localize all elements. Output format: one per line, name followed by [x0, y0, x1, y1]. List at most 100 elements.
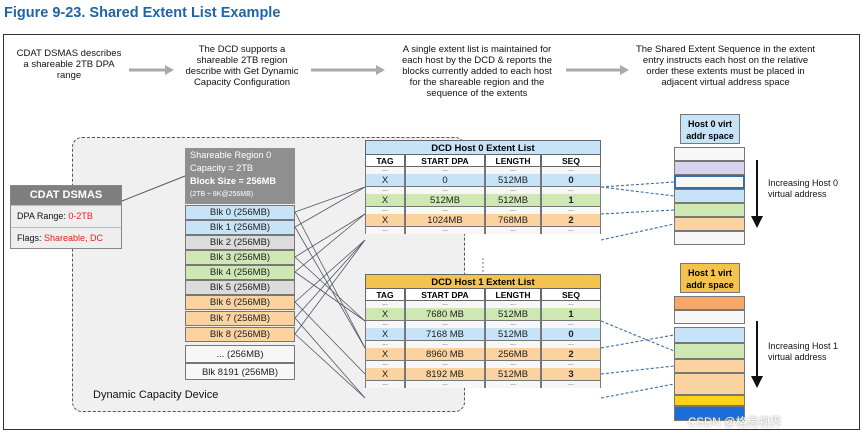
- step-3-text: A single extent list is maintained for e…: [402, 44, 552, 99]
- cell-seq: 3: [541, 368, 601, 381]
- region-block: Blk 4 (256MB): [185, 265, 295, 280]
- host1-vspace-slot: [674, 373, 745, 395]
- host1-increasing-label: Increasing Host 1 virtual address: [768, 341, 858, 363]
- cell-tag: X: [365, 308, 405, 321]
- table-row: X 1024MB 768MB 2: [365, 214, 601, 227]
- cell-length: 512MB: [485, 194, 541, 207]
- table-row: X 0 512MB 0: [365, 174, 601, 187]
- cell-length: 512MB: [485, 174, 541, 187]
- step-4-text: The Shared Extent Sequence in the extent…: [635, 44, 816, 88]
- column-seq: SEQ: [541, 289, 601, 301]
- step-1-text: CDAT DSMAS describes a shareable 2TB DPA…: [16, 48, 122, 81]
- host0-extent-list: DCD Host 0 Extent List TAG START DPA LEN…: [365, 140, 601, 234]
- dpa-range-value: 0-2TB: [68, 211, 93, 221]
- host0-vspace-line2: addr space: [686, 131, 734, 141]
- figure-frame: [3, 34, 860, 430]
- cell-start-dpa: 8960 MB: [405, 348, 485, 361]
- table-row: X 7680 MB 512MB 1: [365, 308, 601, 321]
- cell-tag: X: [365, 328, 405, 341]
- shareable-region-header: Shareable Region 0 Capacity = 2TB Block …: [185, 148, 295, 204]
- cell-seq: 1: [541, 308, 601, 321]
- cell-seq: 0: [541, 328, 601, 341]
- region-block: Blk 6 (256MB): [185, 295, 295, 310]
- region-block: Blk 0 (256MB): [185, 205, 295, 220]
- table-ellipsis-row: ............: [365, 380, 601, 388]
- dsmas-dpa-range: DPA Range: 0-2TB: [11, 205, 121, 227]
- cell-length: 512MB: [485, 328, 541, 341]
- host0-vspace-slot: [674, 161, 745, 175]
- cell-tag: X: [365, 214, 405, 227]
- table-ellipsis-row: ............: [365, 300, 601, 308]
- cell-seq: 2: [541, 348, 601, 361]
- table-row: X 7168 MB 512MB 0: [365, 328, 601, 341]
- cell-length: 512MB: [485, 308, 541, 321]
- region-block: Blk 3 (256MB): [185, 250, 295, 265]
- region-capacity: Capacity = 2TB: [190, 163, 254, 173]
- figure-title: Figure 9-23. Shared Extent List Example: [4, 5, 281, 21]
- table-ellipsis-row: ............: [365, 166, 601, 174]
- region-block: Blk 1 (256MB): [185, 220, 295, 235]
- host1-vspace-line1: Host 1 virt: [687, 268, 732, 278]
- host0-vspace-slot: [674, 147, 745, 161]
- cell-length: 512MB: [485, 368, 541, 381]
- host1-vspace-slot: [674, 359, 745, 373]
- table-ellipsis-row: ............: [365, 186, 601, 194]
- cell-start-dpa: 1024MB: [405, 214, 485, 227]
- host0-virtual-address-space-title: Host 0 virt addr space: [680, 114, 740, 144]
- flags-label: Flags:: [17, 233, 45, 243]
- step-2-text: The DCD supports a shareable 2TB region …: [185, 44, 299, 88]
- host0-vspace-slot: [674, 231, 745, 245]
- host0-vspace-slot: [674, 217, 745, 231]
- cell-seq: 2: [541, 214, 601, 227]
- dsmas-flags: Flags: Shareable, DC: [11, 227, 121, 249]
- table-row: X 8960 MB 256MB 2: [365, 348, 601, 361]
- host1-extent-list-title: DCD Host 1 Extent List: [365, 274, 601, 289]
- column-tag: TAG: [365, 289, 405, 301]
- cell-tag: X: [365, 368, 405, 381]
- host1-vspace-slot: [674, 343, 745, 359]
- dpa-range-label: DPA Range:: [17, 211, 69, 221]
- cell-start-dpa: 8192 MB: [405, 368, 485, 381]
- flags-value: Shareable, DC: [44, 233, 104, 243]
- region-block: ... (256MB): [185, 345, 295, 363]
- table-ellipsis-row: ............: [365, 320, 601, 328]
- host0-note-line2: virtual address: [768, 189, 827, 199]
- table-ellipsis-row: ............: [365, 340, 601, 348]
- host0-note-line1: Increasing Host 0: [768, 178, 839, 188]
- cell-seq: 0: [541, 174, 601, 187]
- region-block-size: Block Size = 256MB: [190, 176, 277, 186]
- host1-vspace-slot: [674, 406, 745, 421]
- table-ellipsis-row: ............: [365, 206, 601, 214]
- region-block: Blk 2 (256MB): [185, 235, 295, 250]
- column-tag: TAG: [365, 155, 405, 167]
- host0-extent-list-title: DCD Host 0 Extent List: [365, 140, 601, 155]
- cell-tag: X: [365, 194, 405, 207]
- host1-vspace-slot: [674, 310, 745, 324]
- cell-length: 256MB: [485, 348, 541, 361]
- column-length: LENGTH: [485, 155, 541, 167]
- host1-virtual-address-space-title: Host 1 virt addr space: [680, 263, 740, 293]
- table-row: X 512MB 512MB 1: [365, 194, 601, 207]
- column-seq: SEQ: [541, 155, 601, 167]
- region-block: Blk 8 (256MB): [185, 327, 295, 342]
- table-ellipsis-row: ............: [365, 360, 601, 368]
- host0-vspace-slot: [674, 189, 745, 203]
- host0-vspace-slot: [674, 175, 745, 189]
- cell-start-dpa: 0: [405, 174, 485, 187]
- region-block-count: (2TB ÷ 8K@256MB): [190, 191, 254, 198]
- column-start-dpa: START DPA: [405, 289, 485, 301]
- region-block: Blk 7 (256MB): [185, 311, 295, 326]
- column-length: LENGTH: [485, 289, 541, 301]
- region-block: Blk 5 (256MB): [185, 280, 295, 295]
- host1-note-line2: virtual address: [768, 352, 827, 362]
- column-start-dpa: START DPA: [405, 155, 485, 167]
- cell-tag: X: [365, 174, 405, 187]
- host0-vspace-line1: Host 0 virt: [687, 119, 732, 129]
- cell-length: 768MB: [485, 214, 541, 227]
- host0-column-headers: TAG START DPA LENGTH SEQ: [365, 155, 601, 167]
- watermark: CSDN @格局视界: [688, 417, 782, 429]
- host1-vspace-slot: [674, 395, 745, 406]
- host0-increasing-label: Increasing Host 0 virtual address: [768, 178, 858, 200]
